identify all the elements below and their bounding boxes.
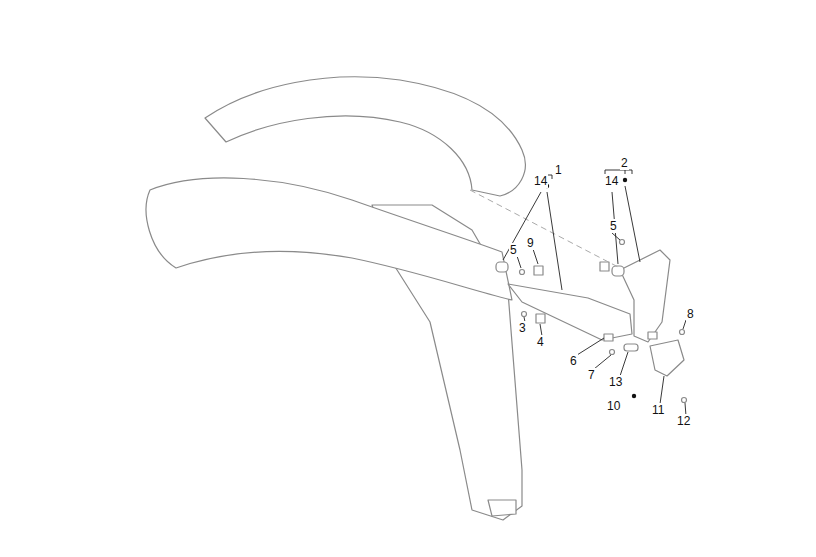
assembly-dash bbox=[470, 190, 620, 268]
clip-6 bbox=[604, 334, 613, 341]
clip-plate bbox=[648, 332, 657, 339]
callout-number: 14 bbox=[604, 174, 619, 188]
dot-10 bbox=[632, 394, 636, 398]
callout-number: 2 bbox=[620, 156, 629, 170]
callout-number: 14 bbox=[533, 174, 548, 188]
clip-right bbox=[600, 262, 609, 271]
callout-number: 12 bbox=[676, 414, 691, 428]
screw-8 bbox=[680, 330, 685, 335]
clip-9 bbox=[534, 266, 543, 275]
bulb-left bbox=[496, 262, 508, 272]
screw-7 bbox=[610, 350, 615, 355]
bulb-13 bbox=[624, 344, 638, 351]
leader-lines bbox=[503, 186, 686, 416]
callout-number: 11 bbox=[651, 403, 665, 417]
screw-3 bbox=[522, 312, 527, 317]
callout-number: 5 bbox=[509, 243, 518, 257]
clip-4 bbox=[536, 314, 545, 323]
plate-light bbox=[650, 340, 684, 376]
tail-lamp-left bbox=[508, 284, 632, 340]
callout-number: 6 bbox=[569, 354, 578, 368]
rear-body-left bbox=[146, 178, 512, 300]
callout-number: 8 bbox=[686, 307, 695, 321]
callout-number: 4 bbox=[536, 335, 545, 349]
callout-number: 7 bbox=[587, 368, 596, 382]
callout-number: 13 bbox=[608, 375, 623, 389]
callout-number: 10 bbox=[606, 399, 621, 413]
dot-2 bbox=[623, 178, 627, 182]
tail-lamp-right bbox=[620, 250, 670, 342]
callout-number: 1 bbox=[554, 163, 563, 177]
callout-number: 9 bbox=[526, 236, 535, 250]
rear-body-upper bbox=[205, 77, 525, 196]
screw-5-right bbox=[620, 240, 625, 245]
callout-number: 3 bbox=[518, 321, 527, 335]
screw-5-left bbox=[520, 270, 525, 275]
callout-number: 5 bbox=[609, 219, 618, 233]
bulb-right bbox=[612, 266, 624, 276]
screw-12 bbox=[682, 398, 687, 403]
tail-opening bbox=[488, 500, 516, 516]
